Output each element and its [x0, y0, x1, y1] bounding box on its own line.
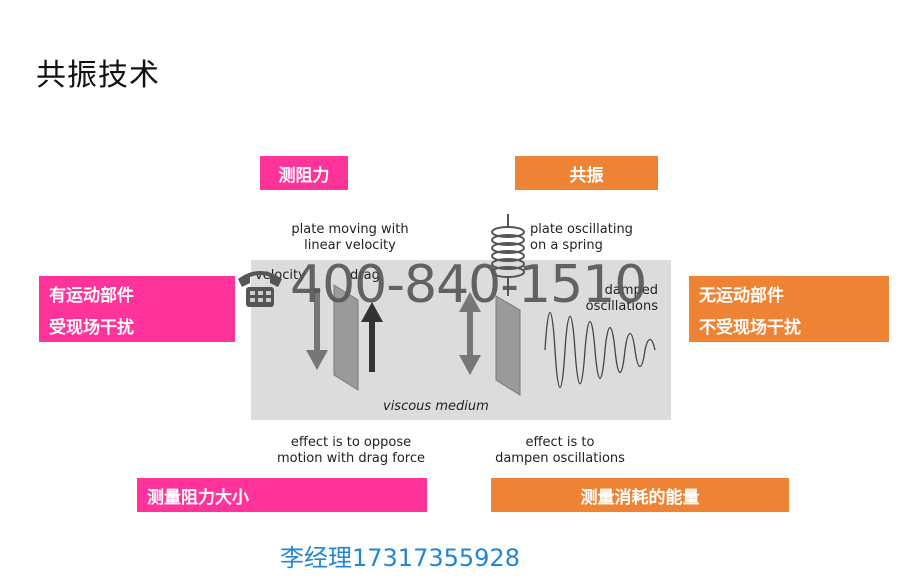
- right-top-caption-line2: on a spring: [530, 238, 603, 253]
- drag-measure-tag: 测阻力: [260, 156, 348, 190]
- left-bottom-caption-line1: effect is to oppose: [290, 435, 412, 450]
- no-moving-parts-line2: 不受现场干扰: [699, 318, 801, 338]
- measure-drag-tag: 测量阻力大小: [137, 478, 427, 512]
- oscillating-plate: [495, 295, 521, 396]
- no-moving-parts-line1: 无运动部件: [699, 286, 784, 306]
- right-bottom-caption: effect is to dampen oscillations: [480, 435, 640, 467]
- left-top-caption-line2: linear velocity: [304, 238, 396, 253]
- moving-parts-line2: 受现场干扰: [49, 318, 134, 338]
- resonance-tag: 共振: [515, 156, 658, 190]
- left-top-caption-line1: plate moving with: [291, 222, 409, 237]
- damped-label-line2: oscillations: [585, 299, 658, 314]
- left-bottom-caption-line2: motion with drag force: [276, 451, 426, 466]
- damped-label-line1: damped: [604, 283, 658, 298]
- velocity-label: velocity: [255, 268, 306, 283]
- right-bottom-caption-line1: effect is to: [525, 435, 595, 450]
- spring-icon: [491, 214, 525, 296]
- moving-parts-box: 有运动部件 受现场干扰: [39, 276, 235, 342]
- moving-plate: [333, 284, 359, 391]
- measure-energy-tag: 测量消耗的能量: [491, 478, 789, 512]
- drag-arrow: [361, 302, 383, 372]
- velocity-arrow: [306, 288, 328, 370]
- left-bottom-caption: effect is to oppose motion with drag for…: [262, 435, 440, 467]
- oscillation-double-arrow: [459, 292, 481, 375]
- damped-label: damped oscillations: [578, 283, 658, 315]
- viscous-medium-label: viscous medium: [383, 399, 489, 414]
- left-top-caption: plate moving with linear velocity: [270, 222, 430, 254]
- right-bottom-caption-line2: dampen oscillations: [495, 451, 625, 466]
- no-moving-parts-box: 无运动部件 不受现场干扰: [689, 276, 889, 342]
- viscous-medium-panel: [251, 260, 671, 420]
- contact-text: 李经理17317355928: [280, 544, 520, 572]
- phone-icon: [234, 265, 286, 315]
- page-title: 共振技术: [36, 58, 160, 93]
- drag-label: drag: [350, 268, 380, 283]
- moving-parts-line1: 有运动部件: [49, 286, 134, 306]
- damped-oscillation-wave: [544, 312, 656, 388]
- right-top-caption-line1: plate oscillating: [530, 222, 633, 237]
- watermark-phone-number: 400-840-1510: [290, 255, 647, 315]
- right-top-caption: plate oscillating on a spring: [530, 222, 660, 254]
